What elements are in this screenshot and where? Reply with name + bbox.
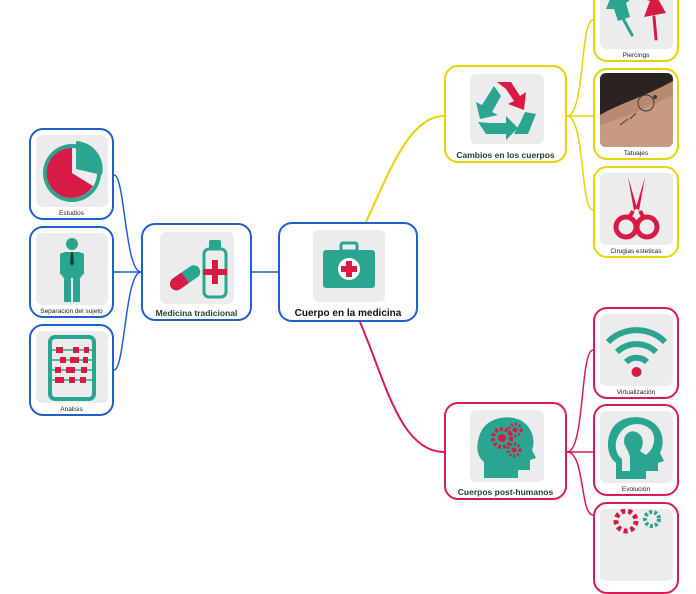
leaf-separacion-label: Separacion del sujeto [40,308,103,315]
branch-post-humanos-label: Cuerpos post-humanos [457,487,554,497]
recycle-icon [470,74,544,144]
leaf-virtualizacion-label: Virtualización [616,389,656,396]
central-label: Cuerpo en la medicina [294,308,402,319]
leaf-piercings-label: Piercings [622,52,650,59]
push-pins-icon [600,0,673,49]
leaf-cirugias-label: Cirugias esteticas [610,248,662,255]
connector-top-cirugias [566,115,594,211]
leaf-cirugias-esteticas[interactable]: Cirugias esteticas [593,166,679,258]
leaf-estudios[interactable]: Estudios [29,128,114,220]
leaf-gears[interactable] [593,502,679,594]
tattoo-photo [600,73,673,147]
connector-central-top [365,115,445,223]
leaf-evolucion-label: Evolución [621,486,651,493]
leaf-estudios-label: Estudios [59,210,84,217]
person-icon [36,233,108,305]
connector-lines [113,19,594,516]
connector-central-bottom [359,321,445,453]
leaf-analisis[interactable]: Analisis [29,324,114,416]
leaf-tatuajes[interactable]: Tatuajes [593,68,679,160]
head-profile-icon [600,411,673,483]
branch-medicina-tradicional[interactable]: Medicina tradicional [141,223,252,321]
branch-medicina-tradicional-label: Medicina tradicional [155,308,238,318]
connector-top-piercings [566,19,594,117]
central-node[interactable]: Cuerpo en la medicina [278,222,418,322]
connector-left-analisis [113,271,142,371]
medicine-pill-bottle-icon [160,232,234,304]
wifi-icon [600,314,673,386]
leaf-virtualizacion[interactable]: Virtualización [593,307,679,399]
first-aid-kit-icon [313,230,385,302]
leaf-piercings[interactable]: Piercings [593,0,679,62]
head-gears-icon [470,410,544,482]
connector-left-estudios [113,174,142,273]
connector-bottom-virtual [566,349,594,453]
leaf-separacion-del-sujeto[interactable]: Separacion del sujeto [29,226,114,318]
pie-chart-icon [36,135,108,207]
leaf-analisis-label: Analisis [60,406,83,413]
connector-bottom-third [566,451,594,516]
leaf-evolucion[interactable]: Evolución [593,404,679,496]
branch-cambios-label: Cambios en los cuerpos [456,150,555,160]
branch-cambios-en-los-cuerpos[interactable]: Cambios en los cuerpos [444,65,567,163]
branch-cuerpos-post-humanos[interactable]: Cuerpos post-humanos [444,402,567,500]
leaf-tatuajes-label: Tatuajes [623,150,649,157]
scissors-icon [600,173,673,245]
abacus-icon [36,331,108,403]
